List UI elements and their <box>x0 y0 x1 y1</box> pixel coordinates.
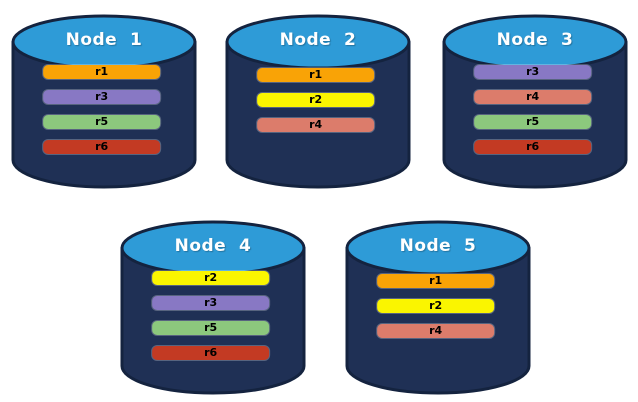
replica-list: r3 r4 r5 r6 <box>474 65 592 165</box>
replica-bar: r2 <box>377 299 495 313</box>
replica-list: r1 r2 r4 <box>257 68 375 143</box>
replica-bar: r5 <box>43 115 161 129</box>
replica-bar: r3 <box>43 90 161 104</box>
replica-bar: r1 <box>43 65 161 79</box>
replica-bar: r6 <box>152 346 270 360</box>
replica-bar: r5 <box>474 115 592 129</box>
replica-bar: r5 <box>152 321 270 335</box>
replica-bar: r3 <box>474 65 592 79</box>
replica-bar: r6 <box>43 140 161 154</box>
replica-list: r1 r2 r4 <box>377 274 495 349</box>
node-3: Node 3 r3 r4 r5 r6 <box>441 8 629 192</box>
node-label: Node 5 <box>399 236 477 256</box>
node-label: Node 3 <box>496 30 574 50</box>
replica-bar: r4 <box>474 90 592 104</box>
replica-bar: r6 <box>474 140 592 154</box>
replica-bar: r4 <box>257 118 375 132</box>
replica-bar: r4 <box>377 324 495 338</box>
replica-list: r1 r3 r5 r6 <box>43 65 161 165</box>
node-label: Node 1 <box>65 30 143 50</box>
replica-bar: r1 <box>257 68 375 82</box>
node-2: Node 2 r1 r2 r4 <box>224 8 412 192</box>
replica-bar: r2 <box>152 271 270 285</box>
node-label: Node 2 <box>279 30 357 50</box>
node-4: Node 4 r2 r3 r5 r6 <box>119 214 307 398</box>
replica-bar: r3 <box>152 296 270 310</box>
replica-bar: r1 <box>377 274 495 288</box>
node-label: Node 4 <box>174 236 252 256</box>
node-1: Node 1 r1 r3 r5 r6 <box>10 8 198 192</box>
replica-list: r2 r3 r5 r6 <box>152 271 270 371</box>
node-5: Node 5 r1 r2 r4 <box>344 214 532 398</box>
replica-bar: r2 <box>257 93 375 107</box>
